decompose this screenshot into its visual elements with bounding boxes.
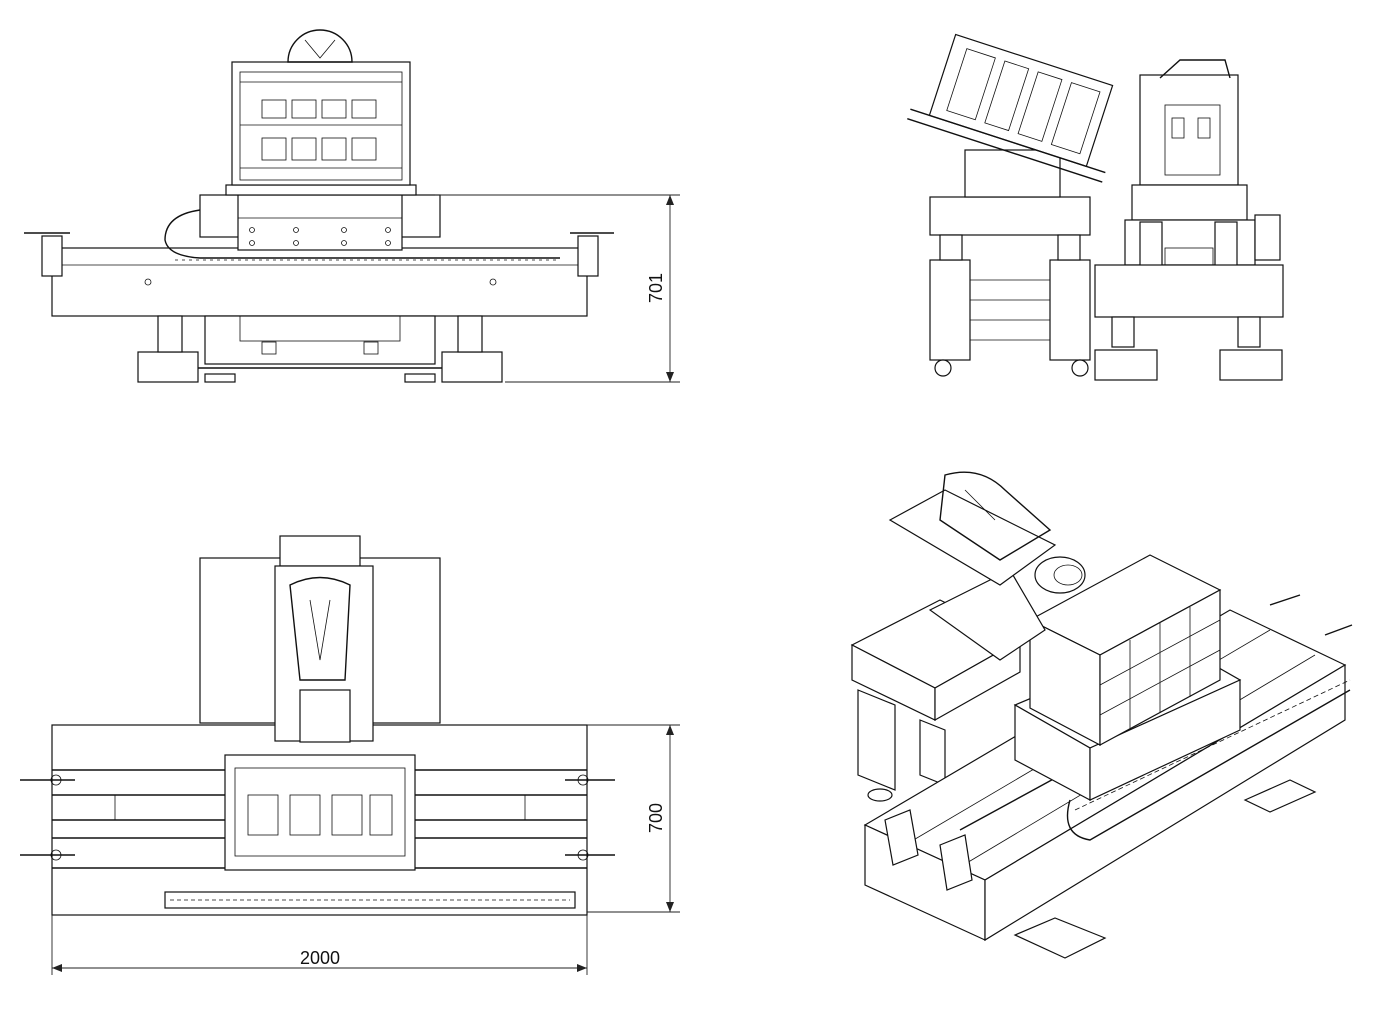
front-view: 701 [24, 29, 680, 383]
dimension-top-depth: 700 [646, 803, 666, 833]
top-view: 700 2000 [20, 535, 680, 975]
module-grid-iso [1099, 607, 1221, 730]
tilted-instrument [907, 33, 1114, 183]
module-panels [240, 81, 402, 169]
dimension-top-width: 2000 [300, 948, 340, 968]
dimension-front-height: 701 [646, 273, 666, 303]
side-view [907, 33, 1284, 381]
isometric-view [850, 471, 1353, 959]
